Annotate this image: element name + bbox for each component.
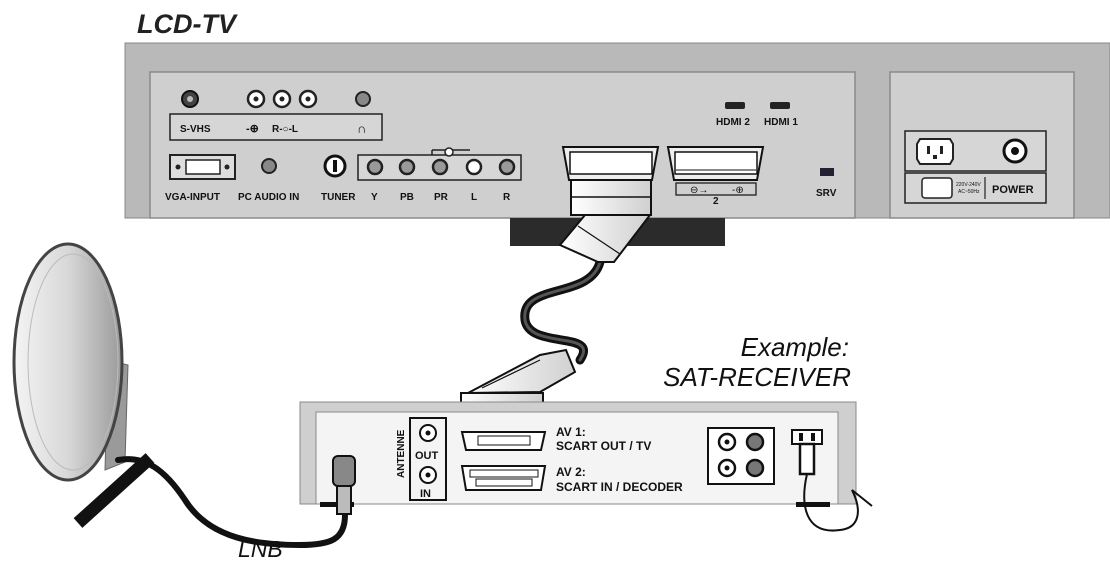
satellite-dish (12, 242, 155, 528)
receiver-power-plug (791, 429, 873, 532)
hdmi1-label: HDMI 1 (764, 117, 798, 128)
hdmi2-label: HDMI 2 (716, 117, 750, 128)
av2-line1: AV 2: (556, 465, 586, 479)
component-label-r: R (503, 192, 511, 203)
hdmi-group: HDMI 2 HDMI 1 (716, 102, 798, 128)
scart-plug-upper (558, 179, 653, 263)
r-socket[interactable] (498, 158, 516, 176)
component-label-pr: PR (434, 192, 449, 203)
receiver-scart-av2[interactable] (460, 465, 547, 491)
component-label-y: Y (371, 192, 378, 203)
tv-title: LCD-TV (137, 9, 238, 39)
video-input-icon: -⊕ (246, 123, 259, 135)
av2-line2: SCART IN / DECODER (556, 480, 683, 494)
tv-scart-2[interactable]: ⊖→ -⊕ 2 (666, 146, 765, 207)
component-label-pb: PB (400, 192, 414, 203)
receiver-rca-block (707, 427, 775, 485)
svhs-label: S-VHS (180, 124, 211, 135)
antenne-label: ANTENNE (396, 429, 407, 478)
av1-line1: AV 1: (556, 425, 586, 439)
lnb-label: LNB (238, 536, 283, 562)
rca-socket-4[interactable] (745, 458, 765, 478)
srv-label: SRV (816, 188, 837, 199)
hdmi1-socket[interactable] (770, 102, 790, 109)
power-socket[interactable] (916, 138, 954, 165)
headphone-icon: ∩ (357, 121, 366, 136)
tuner-label: TUNER (321, 192, 356, 203)
voltage-line2: AC~50Hz (958, 189, 980, 195)
svhs-group: S-VHS -⊕ R-○-L ∩ (169, 89, 383, 141)
component-label-l: L (471, 192, 477, 203)
pr-socket[interactable] (431, 158, 449, 176)
scart2-input-icon: -⊕ (732, 185, 744, 196)
tv-scart-1[interactable] (561, 146, 660, 181)
l-socket[interactable] (465, 158, 483, 176)
scart2-number: 2 (713, 196, 719, 207)
receiver-scart-av1[interactable] (460, 431, 547, 451)
antenne-block: ANTENNE OUT IN (396, 417, 447, 501)
y-socket[interactable] (366, 158, 384, 176)
rca-socket-2[interactable] (745, 432, 765, 452)
vga-label: VGA-INPUT (165, 192, 220, 203)
in-label: IN (420, 488, 431, 500)
dish-reflector (12, 242, 124, 482)
receiver-caption-line2: SAT-RECEIVER (663, 362, 851, 392)
headphone-socket[interactable] (355, 91, 371, 107)
lnb-arm (73, 453, 155, 528)
lnb-cable (115, 455, 356, 549)
out-label: OUT (415, 450, 439, 462)
srv-socket[interactable] (820, 168, 834, 176)
pb-socket[interactable] (398, 158, 416, 176)
power-section: 220V-240V AC~50Hz POWER (904, 130, 1047, 204)
voltage-line1: 220V-240V (956, 182, 981, 188)
scart2-output-icon: ⊖→ (690, 185, 708, 196)
receiver-caption-line1: Example: (741, 332, 849, 362)
av1-line2: SCART OUT / TV (556, 439, 651, 453)
lower-connectors: VGA-INPUT PC AUDIO IN TUNER Y PB PR L R (165, 147, 522, 203)
hdmi2-socket[interactable] (725, 102, 745, 109)
pc-audio-label: PC AUDIO IN (238, 192, 299, 203)
pc-audio-socket[interactable] (261, 158, 277, 174)
power-label: POWER (992, 184, 1034, 196)
rl-label: R-○-L (272, 124, 298, 135)
